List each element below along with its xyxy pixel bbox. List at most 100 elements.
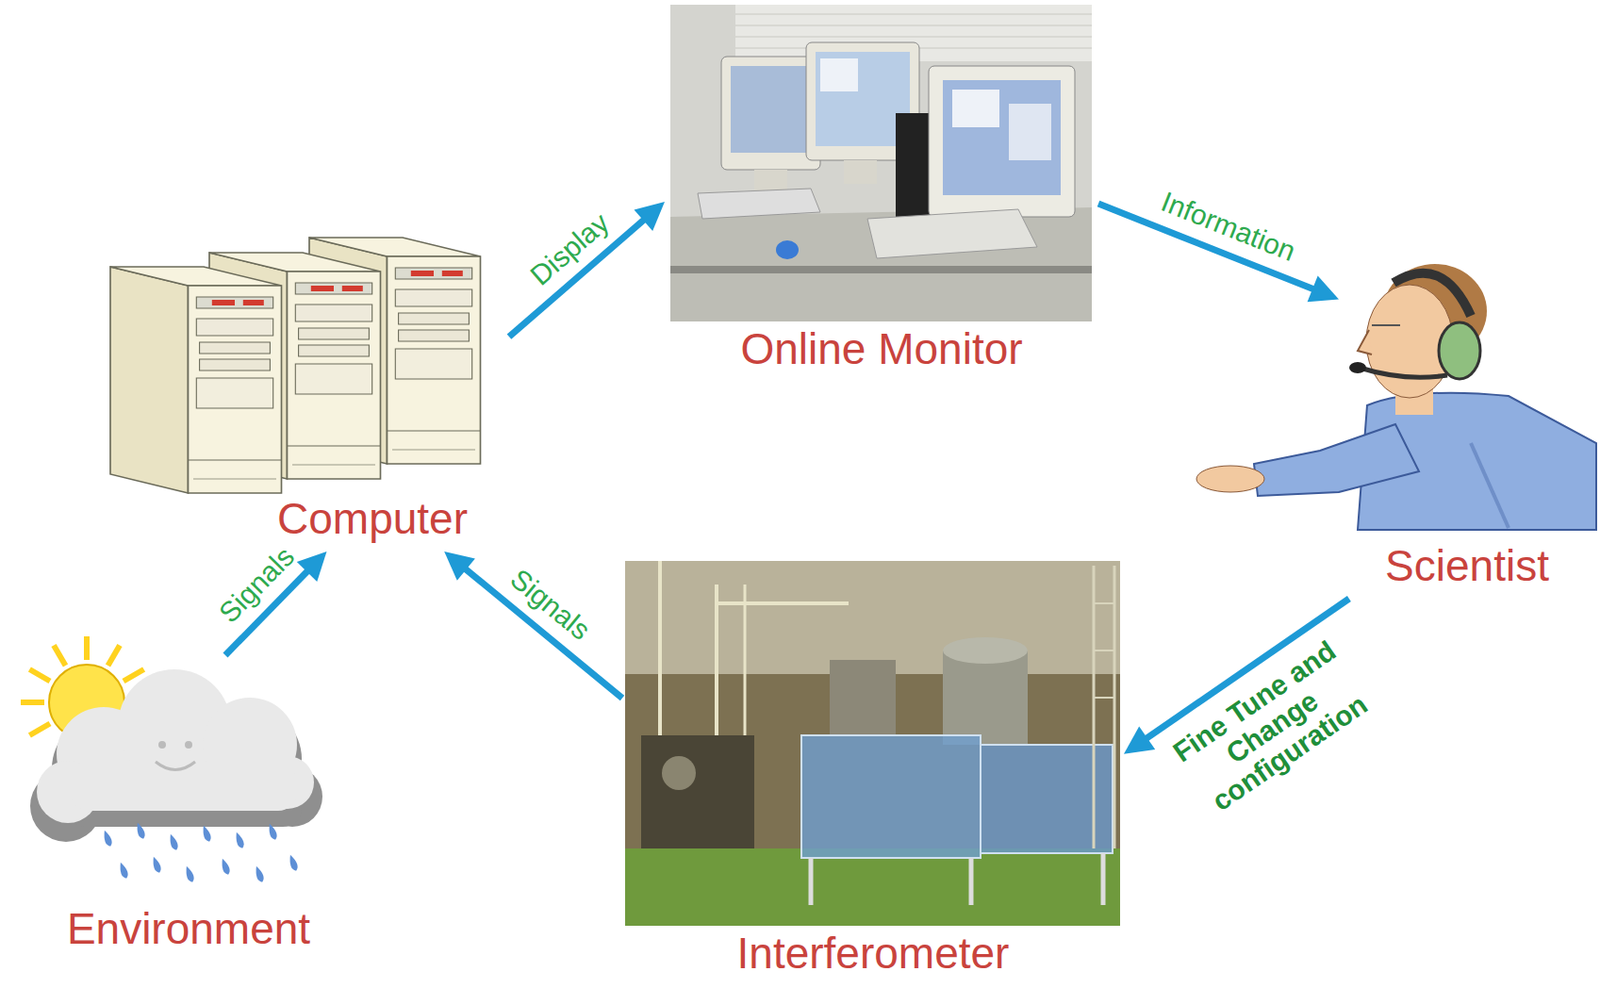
weather-icon-part-part: [83, 636, 90, 660]
interferometer-photo: [625, 560, 1121, 926]
arrow-head: [444, 551, 476, 581]
interferometer-photo-part: [829, 659, 896, 736]
interferometer-photo-part: [942, 650, 1028, 745]
scientist-figure-part: [1253, 424, 1419, 496]
monitor-photo-part: [820, 58, 858, 92]
monitor-photo-part: [895, 113, 934, 217]
weather-icon-part-part: [20, 699, 45, 706]
figure-node: Online Monitor: [664, 2, 1099, 382]
weather-icon-part: [36, 669, 314, 824]
node-caption: Environment: [66, 904, 311, 955]
arrow-line: [459, 563, 623, 699]
weather-icon-part: [117, 861, 131, 880]
scientist-figure-part: [1438, 322, 1481, 380]
scientist-figure-part: [1349, 362, 1367, 374]
weather-icon-part: [233, 831, 247, 850]
arrow-label: Information: [1156, 185, 1301, 267]
weather-icon-part: [134, 822, 148, 841]
figure-node: Interferometer: [622, 556, 1124, 987]
weather-icon-part: [219, 857, 232, 876]
interferometer-photo-part: [942, 637, 1028, 664]
node-caption: Interferometer: [737, 928, 1010, 979]
monitor-photo-part: [697, 188, 821, 219]
weather-icon-part-part: [108, 644, 121, 666]
weather-icon: [20, 636, 323, 884]
monitor-photo-part: [928, 65, 1075, 217]
computer-towers: [110, 237, 481, 494]
monitor-photo-part: [670, 207, 1092, 322]
figure-node: Scientist: [1338, 254, 1596, 599]
arrow-head: [1123, 725, 1155, 754]
weather-icon-part: [158, 741, 166, 749]
figure-node: Computer: [103, 230, 510, 552]
monitor-photo-part: [754, 169, 788, 191]
interferometer-photo-part: [625, 560, 1121, 675]
monitor-photo-part: [721, 56, 821, 170]
weather-icon-part: [266, 823, 280, 842]
weather-icon-part: [150, 856, 164, 875]
monitor-photo-part: [775, 240, 799, 260]
monitor-photo-part: [942, 80, 1061, 196]
computer-towers-part: [110, 266, 282, 494]
interferometer-photo-part: [661, 756, 696, 791]
interferometer-photo-part: [641, 735, 755, 849]
interferometer-photo-part: [625, 560, 1121, 926]
interferometer-photo-part: [1092, 565, 1096, 849]
scientist-figure-part: [1371, 324, 1401, 327]
monitor-photo-part: [843, 160, 877, 184]
interferometer-photo-part: [969, 857, 974, 906]
interferometer-photo-part: [1093, 602, 1115, 605]
interferometer-photo-part: [801, 735, 981, 858]
node-caption: Online Monitor: [740, 324, 1023, 375]
interferometer-photo-part: [1093, 649, 1115, 652]
interferometer-photo-part: [1101, 853, 1106, 906]
monitor-photo-part: [735, 14, 1092, 16]
weather-icon-part: [155, 761, 196, 771]
scientist-figure-part: [1359, 367, 1448, 378]
monitor-photo-part: [735, 36, 1092, 38]
weather-icon-part: [184, 741, 193, 749]
weather-icon-part: [287, 854, 300, 873]
arrow-label: Signals: [504, 562, 596, 646]
flow-arrow: [509, 201, 665, 337]
monitor-photo-part: [730, 65, 811, 153]
monitor-photo-part: [952, 89, 1000, 128]
interferometer-photo-part: [808, 857, 814, 906]
weather-icon-part-part: [123, 669, 145, 682]
monitor-photo-part: [670, 265, 1092, 274]
monitor-photo-part: [1008, 103, 1052, 161]
figure-node: Environment: [4, 655, 373, 962]
weather-icon-part-part: [53, 644, 66, 666]
interferometer-photo-part: [625, 848, 1121, 926]
node-caption: Scientist: [1385, 541, 1550, 592]
scientist-figure-part: [1393, 273, 1471, 316]
node-caption: Computer: [277, 494, 468, 545]
weather-icon-part-part: [29, 669, 50, 682]
monitor-photo-part: [867, 209, 1038, 259]
scientist-figure-part: [1357, 329, 1372, 355]
weather-icon-part: [183, 865, 197, 884]
arrow-label: Signals: [213, 540, 300, 628]
arrow-label: Display: [524, 206, 615, 291]
flow-arrow: [444, 551, 623, 698]
weather-icon-part-part: [70, 763, 297, 811]
interferometer-photo-part: [1113, 565, 1117, 849]
interferometer-photo-part: [716, 601, 849, 606]
weather-icon-part: [200, 824, 214, 843]
weather-icon-part-part: [29, 724, 50, 737]
monitor-photo-part: [670, 4, 1092, 322]
monitor-photo-part: [735, 25, 1092, 27]
weather-icon-part: [101, 829, 115, 848]
arrow-head: [634, 201, 665, 231]
arrow-label: Fine Tune and Change configuration: [1128, 608, 1415, 846]
scientist-figure: [1196, 263, 1597, 530]
weather-icon-part: [253, 865, 266, 884]
arrow-head: [296, 551, 328, 582]
monitor-photo: [670, 4, 1092, 322]
scientist-figure-part: [1196, 465, 1265, 493]
scientist-figure-part: [1470, 443, 1509, 528]
